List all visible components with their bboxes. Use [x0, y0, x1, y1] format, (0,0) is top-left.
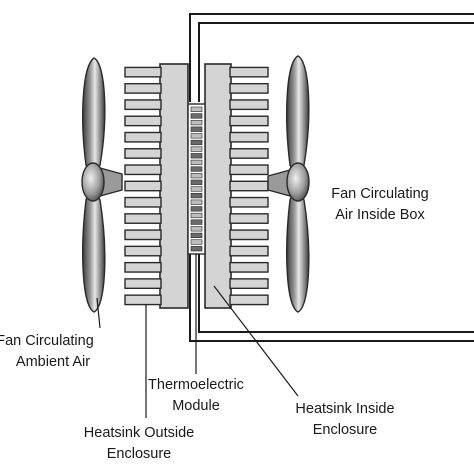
module-cell: [190, 186, 203, 192]
heatsink-inside-fin: [229, 164, 269, 176]
label-hs-inside-1: Heatsink Inside: [295, 401, 394, 417]
heatsink-inside-fin: [229, 213, 269, 224]
heatsink-inside-fins: [229, 66, 269, 306]
heatsink-outside-fin: [124, 82, 162, 94]
module-cell: [190, 199, 203, 205]
heatsink-inside: [204, 63, 269, 309]
module-cell: [190, 146, 203, 152]
heatsink-outside-fin: [124, 294, 162, 306]
module-cell: [190, 166, 203, 172]
heatsink-inside-fin: [229, 148, 269, 159]
heatsink-inside-fin: [229, 278, 269, 290]
heatsink-outside-fin: [124, 115, 162, 127]
heatsink-inside-fin: [229, 245, 269, 257]
heatsink-inside-base: [204, 63, 232, 309]
heatsink-outside-fin: [124, 261, 162, 273]
module-cell: [190, 206, 203, 212]
thermoelectric-module: [187, 103, 206, 255]
heatsink-outside-fin: [124, 148, 162, 159]
module-cell: [190, 113, 203, 119]
labels: Fan Circulating Air Inside Box Fan Circu…: [0, 186, 429, 462]
heatsink-outside-fin: [124, 164, 162, 176]
module-cell: [190, 246, 203, 252]
heatsink-outside-fin: [124, 229, 162, 241]
leader-fan-ambient: [96, 297, 101, 329]
module-cell: [190, 126, 203, 132]
label-fan-ambient-1: Fan Circulating: [0, 333, 94, 349]
enclosure-box: [189, 13, 474, 342]
label-fan-ambient-2: Ambient Air: [16, 354, 90, 370]
fan-inside: [267, 55, 310, 313]
heatsink-inside-fin: [229, 229, 269, 241]
module-cell: [190, 239, 203, 245]
module-cell: [190, 106, 203, 112]
heatsink-inside-fin: [229, 115, 269, 127]
leader-hs-inside: [213, 285, 299, 397]
heatsink-inside-fin: [229, 294, 269, 306]
label-fan-inside-1: Fan Circulating: [331, 186, 429, 202]
module-cell: [190, 173, 203, 179]
heatsink-outside-fin: [124, 245, 162, 257]
module-cell: [190, 153, 203, 159]
label-module-1: Thermoelectric: [148, 377, 244, 393]
heatsink-inside-fin: [229, 196, 269, 208]
heatsink-outside-fins: [124, 66, 162, 306]
label-module-2: Module: [172, 398, 220, 414]
heatsink-outside-fin: [124, 131, 162, 143]
module-cell: [190, 119, 203, 126]
module-cell: [190, 226, 203, 232]
heatsink-outside-fin: [124, 66, 162, 78]
module-cell: [190, 212, 203, 219]
module-cell: [190, 232, 203, 239]
label-hs-outside-2: Enclosure: [107, 446, 171, 462]
label-hs-inside-2: Enclosure: [313, 422, 377, 438]
heatsink-inside-fin: [229, 99, 269, 111]
heatsink-outside-fin: [124, 278, 162, 290]
heatsink-outside: [124, 63, 189, 309]
label-hs-outside-1: Heatsink Outside: [84, 425, 194, 441]
heatsink-outside-fin: [124, 213, 162, 224]
module-cell: [190, 133, 203, 139]
heatsink-inside-fin: [229, 66, 269, 78]
heatsink-inside-fin: [229, 180, 269, 192]
module-cell: [190, 219, 203, 225]
heatsink-inside-fin: [229, 82, 269, 94]
fan-inside-hub: [286, 162, 310, 202]
heatsink-inside-fin: [229, 131, 269, 143]
heatsink-outside-fin: [124, 180, 162, 192]
module-cell: [190, 179, 203, 185]
module-cell: [190, 139, 203, 146]
heatsink-inside-fin: [229, 261, 269, 273]
label-fan-inside-2: Air Inside Box: [335, 207, 425, 223]
heatsink-outside-base: [159, 63, 189, 309]
leader-lines: [96, 254, 299, 418]
fan-ambient: [81, 57, 123, 313]
module-cell: [190, 192, 203, 199]
heatsink-outside-fin: [124, 99, 162, 111]
module-cell: [190, 159, 203, 166]
fan-ambient-hub: [81, 162, 105, 202]
heatsink-outside-fin: [124, 196, 162, 208]
